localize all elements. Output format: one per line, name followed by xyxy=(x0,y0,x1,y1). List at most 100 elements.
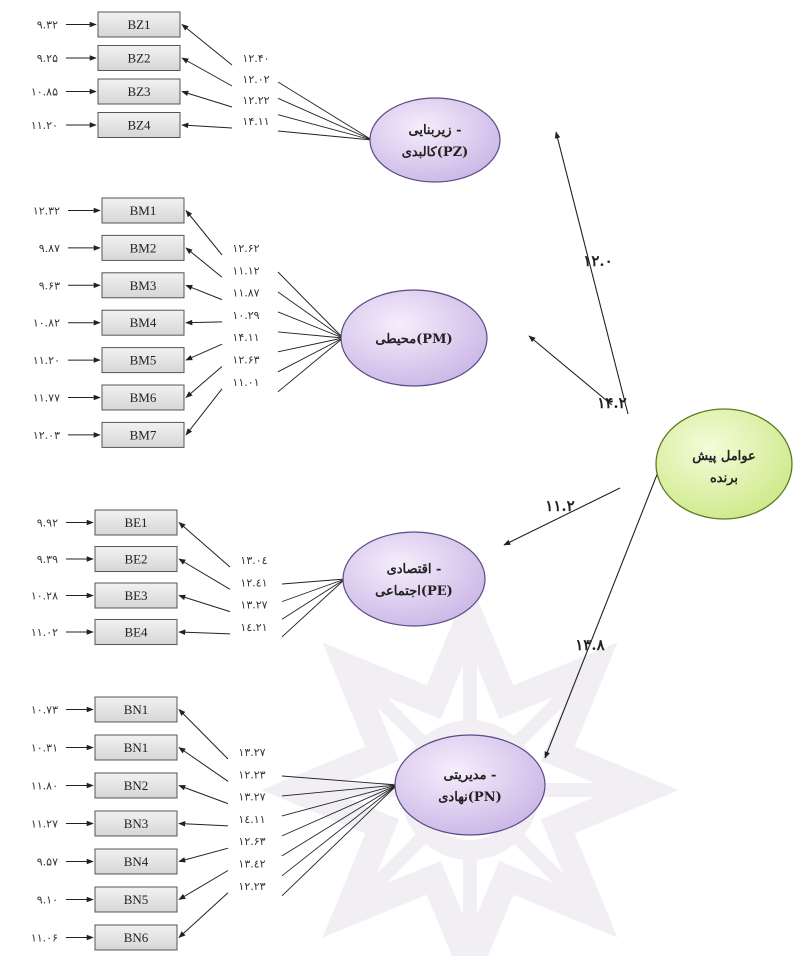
loading-arrow xyxy=(178,747,229,782)
loading-arrow xyxy=(178,629,231,636)
fan-line xyxy=(277,337,344,393)
error-value: ۱۱.۲۷ xyxy=(31,818,58,831)
error-value: ۱۱.۲۰ xyxy=(33,354,60,367)
indicator-label: BN5 xyxy=(124,892,149,907)
loading-arrow xyxy=(185,247,223,278)
path-arrow-pz xyxy=(554,131,629,415)
fan-line xyxy=(277,271,344,339)
factor-label-line1: زیربنایی - xyxy=(409,123,462,138)
indicator-label: BZ3 xyxy=(127,84,150,99)
path-arrow-pe xyxy=(503,487,621,546)
loading-value: ۱۴.۱۱ xyxy=(232,331,259,344)
fan-line xyxy=(281,578,346,585)
fan-line xyxy=(281,784,398,817)
fan-line xyxy=(277,331,344,339)
error-value: ۹.۵۷ xyxy=(37,856,58,869)
loading-arrow xyxy=(185,319,223,326)
indicator-label: BM1 xyxy=(130,203,157,218)
path-value-pm: ۱۴.۲ xyxy=(597,394,626,412)
loading-arrow xyxy=(185,209,223,256)
loading-value: ۱۲.۶۳ xyxy=(232,354,259,367)
error-value: ۱۱.۲۰ xyxy=(31,119,58,132)
loading-value: ۱٤.۱۱ xyxy=(238,813,265,826)
main-factor-line1: عوامل پیش xyxy=(692,449,756,464)
loading-value: ۱۲.۰۲ xyxy=(242,73,269,86)
indicator-label: BE4 xyxy=(124,625,148,640)
path-lines xyxy=(66,21,661,941)
factor-label-line1: محیطی(PM) xyxy=(375,332,452,347)
error-value: ۱۰.۸۵ xyxy=(31,86,58,99)
error-value: ۹.۸۷ xyxy=(39,242,60,255)
indicator-label: BN4 xyxy=(124,854,149,869)
loading-arrow xyxy=(178,821,229,827)
error-value: ۹.۲۵ xyxy=(37,52,58,65)
loading-value: ۱۲.۲۲ xyxy=(242,94,269,107)
loading-value: ۱۰.۲۹ xyxy=(232,309,259,322)
loading-arrow xyxy=(185,284,223,301)
loading-value: ۱۱.۰۱ xyxy=(232,376,259,389)
fan-line xyxy=(281,784,398,837)
indicator-box xyxy=(101,234,185,261)
loading-arrow xyxy=(178,522,231,568)
loading-arrow xyxy=(178,785,229,805)
indicator-box xyxy=(101,309,185,336)
error-value: ۱۱.۰۶ xyxy=(31,932,58,945)
path-arrow-pn xyxy=(544,466,661,759)
path-arrow-pm xyxy=(528,335,613,406)
fan-line xyxy=(281,578,346,638)
indicator-box xyxy=(94,582,178,609)
indicator-box xyxy=(94,509,178,536)
indicator-box xyxy=(94,886,178,913)
error-value: ۱۰.۳۱ xyxy=(31,742,58,755)
loading-arrow xyxy=(181,24,233,66)
loading-arrow xyxy=(178,847,229,863)
indicator-label: BZ2 xyxy=(127,51,150,66)
indicator-label: BE3 xyxy=(124,588,147,603)
loading-arrow xyxy=(185,343,223,361)
indicator-label: BE1 xyxy=(124,515,147,530)
indicator-label: BN1 xyxy=(124,702,149,717)
loading-arrow xyxy=(178,870,229,900)
indicator-box xyxy=(94,696,178,723)
fan-line xyxy=(277,291,344,339)
error-value: ۱۰.۸۲ xyxy=(33,317,60,330)
loading-value: ۱۳.۲۷ xyxy=(238,746,265,759)
loading-value: ۱۳.۲۷ xyxy=(240,599,267,612)
indicator-box xyxy=(94,848,178,875)
error-value: ۱۲.۳۲ xyxy=(33,205,60,218)
fan-line xyxy=(281,578,346,620)
indicator-box xyxy=(94,546,178,572)
loading-arrow xyxy=(178,594,231,613)
fan-line xyxy=(277,311,344,339)
indicator-label: BM5 xyxy=(130,353,157,368)
loading-value: ۱۳.٤۲ xyxy=(238,858,265,871)
indicator-box xyxy=(94,772,178,799)
path-value-pz: ۱۲.۰ xyxy=(583,252,612,270)
indicator-box xyxy=(101,384,185,411)
loading-value: ۱۲.۲۳ xyxy=(238,768,265,781)
indicator-label: BN6 xyxy=(124,930,149,945)
loading-value: ۱۲.۶۲ xyxy=(232,242,259,255)
loading-value: ۱۲.۶۳ xyxy=(238,835,265,848)
fan-line xyxy=(277,114,373,141)
loading-value: ۱۳.۲۷ xyxy=(238,791,265,804)
fan-line xyxy=(277,81,373,141)
fan-line xyxy=(281,784,398,797)
loading-arrow xyxy=(185,388,223,436)
factor-ellipse-pn xyxy=(394,734,546,836)
loading-arrow xyxy=(178,709,229,760)
factor-ellipse-pe xyxy=(342,531,486,627)
factor-label-line1: اقتصادی - xyxy=(387,562,442,577)
indicator-box xyxy=(94,924,178,951)
path-value-pn: ۱۳.۸ xyxy=(575,636,605,654)
loading-value: ۱۲.۲۳ xyxy=(238,880,265,893)
factor-label-line2: کالبدی(PZ) xyxy=(402,145,469,160)
indicator-box xyxy=(94,619,178,645)
error-value: ۱۱.۰۲ xyxy=(31,626,58,639)
error-value: ۱۲.۰۳ xyxy=(33,429,60,442)
main-factor-line2: برنده xyxy=(710,471,738,486)
fan-line xyxy=(281,775,398,786)
factor-ellipse-pz xyxy=(369,97,501,183)
